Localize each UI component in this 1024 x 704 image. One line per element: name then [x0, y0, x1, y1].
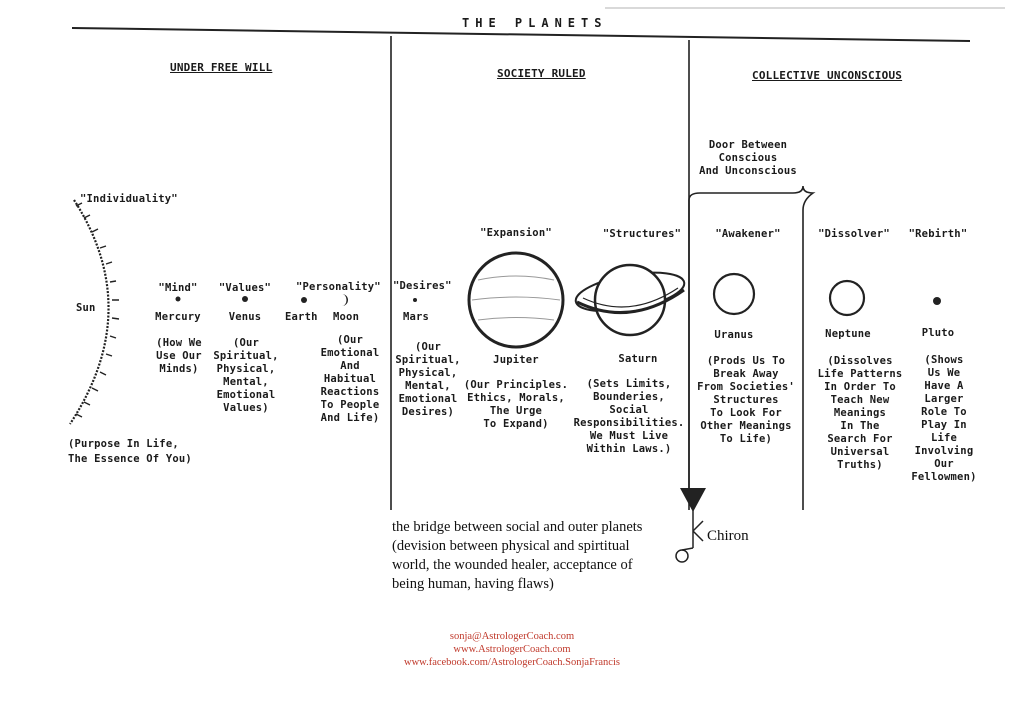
- footer-email[interactable]: sonja@AstrologerCoach.com: [449, 631, 575, 642]
- venus-desc: (Our Spiritual, Physical, Mental, Emotio…: [213, 337, 279, 414]
- moon-crescent: [342, 294, 348, 306]
- mercury-dot: [175, 296, 181, 302]
- sun-name: Sun: [76, 302, 96, 314]
- chiron-link: [681, 547, 694, 551]
- title-rule: [71, 27, 971, 42]
- chiron-note: the bridge between social and outer plan…: [392, 519, 643, 592]
- mars-dot: [413, 298, 417, 302]
- mars-desc: (Our Spiritual, Physical, Mental, Emotio…: [395, 341, 461, 418]
- page-title: THE PLANETS: [462, 16, 608, 30]
- sun-desc: (Purpose In Life, The Essence Of You): [68, 438, 192, 465]
- moon-name: Moon: [333, 311, 360, 323]
- sun-keyword: "Individuality": [80, 193, 178, 205]
- venus-name: Venus: [228, 311, 262, 323]
- saturn-name: Saturn: [618, 353, 658, 365]
- venus-dot: [242, 296, 248, 302]
- saturn-ring-front: [576, 288, 685, 314]
- heading-society: SOCIETY RULED: [497, 67, 586, 80]
- mercury-desc: (How We Use Our Minds): [156, 337, 202, 375]
- chiron-label: Chiron: [707, 528, 749, 544]
- saturn-ring-inner: [582, 287, 679, 308]
- jupiter-bands: [471, 275, 561, 321]
- chiron-circle: [675, 549, 689, 563]
- sun-arc: [69, 199, 110, 425]
- neptune-desc: (Dissolves Life Patterns In Order To Tea…: [817, 355, 903, 471]
- jupiter-desc: (Our Principles. Ethics, Morals, The Urg…: [463, 379, 569, 430]
- moon-desc: (Our Emotional And Habitual Reactions To…: [320, 334, 380, 424]
- footer-website[interactable]: www.AstrologerCoach.com: [453, 644, 571, 655]
- chiron-k: [692, 520, 704, 542]
- sun-rays: [75, 202, 120, 418]
- mars-keyword: "Desires": [393, 280, 452, 292]
- mercury-name: Mercury: [155, 311, 201, 323]
- neptune-keyword: "Dissolver": [818, 228, 890, 240]
- door-brace: [688, 185, 816, 510]
- earth-name: Earth: [285, 311, 318, 323]
- jupiter-name: Jupiter: [493, 354, 539, 366]
- heading-collective: COLLECTIVE UNCONSCIOUS: [752, 69, 903, 82]
- uranus-circle: [712, 272, 756, 316]
- chiron-arrow: [680, 488, 706, 512]
- pluto-dot: [933, 297, 941, 305]
- pluto-name: Pluto: [921, 327, 955, 339]
- uranus-desc: (Prods Us To Break Away From Societies' …: [697, 355, 795, 445]
- pluto-keyword: "Rebirth": [908, 228, 968, 240]
- footer-facebook[interactable]: www.facebook.com/AstrologerCoach.SonjaFr…: [404, 657, 620, 668]
- door-label: Door Between Conscious And Unconscious: [699, 139, 797, 177]
- mars-name: Mars: [402, 311, 430, 323]
- neptune-circle: [828, 279, 866, 317]
- personality-keyword: "Personality": [296, 281, 381, 293]
- saturn-keyword: "Structures": [602, 228, 682, 240]
- jupiter-circle: [467, 251, 565, 349]
- jupiter-keyword: "Expansion": [480, 227, 552, 239]
- uranus-keyword: "Awakener": [715, 228, 781, 240]
- venus-keyword: "Values": [218, 282, 272, 294]
- uranus-name: Uranus: [714, 329, 754, 341]
- earth-dot: [301, 297, 307, 303]
- mercury-keyword: "Mind": [158, 282, 198, 294]
- saturn-desc: (Sets Limits, Bounderies, Social Respons…: [573, 378, 685, 455]
- neptune-name: Neptune: [825, 328, 871, 340]
- pluto-desc: (Shows Us We Have A Larger Role To Play …: [911, 354, 977, 483]
- heading-free-will: UNDER FREE WILL: [170, 61, 273, 74]
